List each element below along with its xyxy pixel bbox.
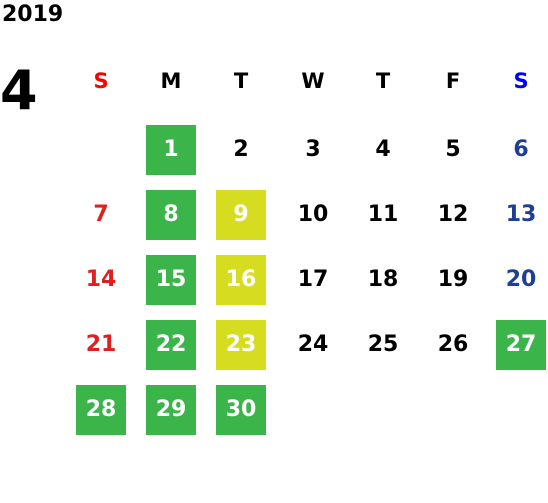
day-cell[interactable]: 3 [305,137,321,162]
day-cell[interactable]: 2 [233,137,249,162]
weekday-label: W [301,69,325,93]
calendar-month: 4 [0,59,38,122]
day-cell[interactable]: 14 [85,267,117,292]
day-cell-highlighted[interactable]: 29 [146,385,196,435]
day-cell-highlighted[interactable]: 16 [216,255,266,305]
day-cell[interactable]: 4 [375,137,391,162]
day-cell[interactable]: 26 [437,332,469,357]
day-cell-highlighted[interactable]: 1 [146,125,196,175]
day-cell-highlighted[interactable]: 27 [496,320,546,370]
day-cell[interactable]: 18 [367,267,399,292]
day-cell[interactable]: 6 [513,137,529,162]
weekday-label: S [93,69,109,93]
day-cell-highlighted[interactable]: 8 [146,190,196,240]
weekday-label: T [375,69,391,93]
day-cell[interactable]: 13 [505,202,537,227]
calendar-year: 2019 [2,2,64,27]
day-cell[interactable]: 10 [297,202,329,227]
day-cell-highlighted[interactable]: 28 [76,385,126,435]
weekday-label: T [233,69,249,93]
day-cell[interactable]: 21 [85,332,117,357]
day-cell-highlighted[interactable]: 23 [216,320,266,370]
weekday-label: S [513,69,529,93]
day-cell[interactable]: 24 [297,332,329,357]
weekday-label: M [160,69,182,93]
day-cell-highlighted[interactable]: 22 [146,320,196,370]
day-cell[interactable]: 25 [367,332,399,357]
day-cell[interactable]: 5 [445,137,461,162]
day-cell[interactable]: 17 [297,267,329,292]
day-cell[interactable]: 19 [437,267,469,292]
day-cell[interactable]: 20 [505,267,537,292]
day-cell[interactable]: 12 [437,202,469,227]
day-cell-highlighted[interactable]: 15 [146,255,196,305]
day-cell[interactable]: 11 [367,202,399,227]
day-cell-highlighted[interactable]: 9 [216,190,266,240]
weekday-label: F [445,69,461,93]
day-cell-highlighted[interactable]: 30 [216,385,266,435]
day-cell[interactable]: 7 [93,202,109,227]
